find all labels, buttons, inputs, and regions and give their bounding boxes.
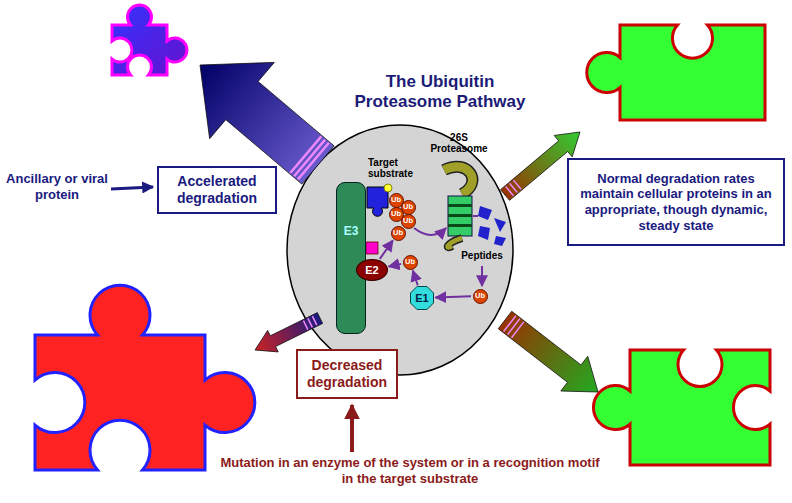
protein-piece xyxy=(35,285,255,470)
proteasome-ring xyxy=(448,204,472,207)
arrow-stripe xyxy=(290,136,321,173)
target-substrate-piece xyxy=(367,187,388,216)
arrow-stripe xyxy=(308,318,312,327)
e2-enzyme: E2 xyxy=(356,259,388,281)
input-arrow xyxy=(111,187,153,189)
proteasome-cap-outline xyxy=(444,167,472,194)
pathway-arrow xyxy=(380,240,393,258)
arrow-stripe xyxy=(513,180,521,189)
ub-recycle-arrow xyxy=(481,266,483,286)
node-text: Normal degradation rates maintain cellul… xyxy=(574,171,778,233)
proteasome-ring xyxy=(448,224,472,227)
node-text: E3 xyxy=(344,225,359,237)
proteasome-core xyxy=(448,196,472,236)
ubiquitin-circle: Ub xyxy=(403,255,418,270)
arrow-stripe xyxy=(510,183,518,192)
peptide-fragment xyxy=(478,226,490,240)
node-text: E1 xyxy=(415,293,428,304)
protein-piece xyxy=(593,350,770,465)
peptide-fragment xyxy=(478,206,492,220)
part-label: Target substrate xyxy=(368,157,426,179)
input-arrow xyxy=(350,405,354,452)
ubiquitin-circle: Ub xyxy=(473,289,488,304)
node-text: Ub xyxy=(391,210,401,218)
peptide-release-arrow xyxy=(473,215,478,217)
diagram-title: The Ubiquitin Proteasome Pathway xyxy=(345,72,535,113)
e1-enzyme: E1 xyxy=(410,286,434,310)
input-note: Mutation in an enzyme of the system or i… xyxy=(215,455,605,486)
arrow-stripe xyxy=(504,316,516,332)
protein-piece xyxy=(112,5,187,75)
proteasome-base xyxy=(448,238,462,247)
outcome-box: Accelerated degradation xyxy=(157,166,277,214)
peptide-fragment xyxy=(494,218,506,232)
arrow-stripe xyxy=(298,143,329,180)
node-text: Decreased degradation xyxy=(302,357,392,391)
outcome-box: Normal degradation rates maintain cellul… xyxy=(567,158,785,246)
node-text: E2 xyxy=(365,265,378,276)
recognition-dot xyxy=(384,184,392,192)
pathway-arrow xyxy=(413,271,418,286)
input-note-holder: Ancillary or viral protein xyxy=(5,171,109,202)
ubiquitin-circle: Ub xyxy=(401,214,416,229)
part-label: 26S Proteasome xyxy=(426,132,492,154)
e3-ligase: E3 xyxy=(336,182,366,334)
pathway-ellipse xyxy=(287,125,513,375)
arrow-stripe xyxy=(294,140,325,177)
arrow-stripe xyxy=(506,187,514,196)
octagon-shape xyxy=(411,287,434,310)
part-label-holder: 26S Proteasome xyxy=(426,132,492,154)
arrow-stripe xyxy=(508,319,520,335)
part-label-holder: Target substrate xyxy=(368,157,426,179)
arrow-stripe xyxy=(303,321,307,330)
ubiquitin-circle: Ub xyxy=(391,226,406,241)
node-text: Ub xyxy=(403,217,413,225)
diagram-title-holder: The Ubiquitin Proteasome Pathway xyxy=(345,72,535,113)
input-note: Ancillary or viral protein xyxy=(5,171,109,202)
peptide-fragment xyxy=(494,236,506,246)
recognition-motif xyxy=(366,242,378,254)
degradation-arrow xyxy=(414,228,446,235)
proteasome-base-outline xyxy=(448,238,462,247)
proteasome-cap xyxy=(444,167,472,194)
node-text: Ub xyxy=(403,203,413,211)
flow-arrow xyxy=(498,311,598,392)
node-text: Ub xyxy=(391,196,401,204)
node-text: Accelerated degradation xyxy=(163,173,271,207)
node-text: Ub xyxy=(393,229,403,237)
node-text: Ub xyxy=(475,292,485,300)
part-label-holder: Peptides xyxy=(454,250,510,261)
flow-arrow xyxy=(255,313,323,352)
outcome-box: Decreased degradation xyxy=(296,349,398,399)
pathway-arrow xyxy=(435,296,471,297)
protein-piece xyxy=(587,25,765,120)
arrow-stripe xyxy=(512,322,524,338)
input-note-holder: Mutation in an enzyme of the system or i… xyxy=(215,455,605,486)
arrow-stripe xyxy=(312,316,316,325)
pathway-arrow xyxy=(389,264,401,267)
part-label: Peptides xyxy=(454,250,510,261)
proteasome-ring xyxy=(448,214,472,217)
node-text: Ub xyxy=(405,258,415,266)
